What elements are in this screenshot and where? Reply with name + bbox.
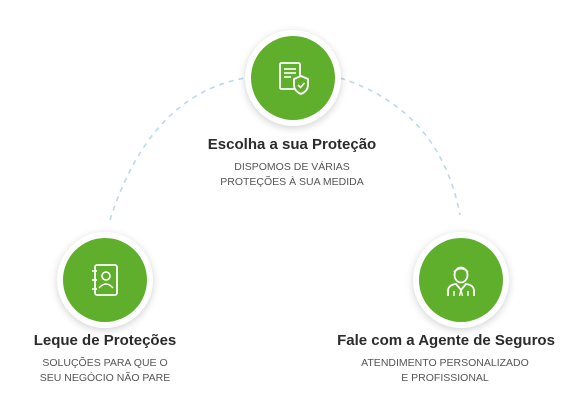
step-title-protection: Escolha a sua Proteção xyxy=(207,136,377,153)
protection-choice-circle[interactable] xyxy=(245,30,341,126)
protections-range-circle[interactable] xyxy=(57,232,153,328)
insurance-agent-circle[interactable] xyxy=(413,232,509,328)
agent-person-icon xyxy=(447,266,475,297)
step-desc-agent: ATENDIMENTO PERSONALIZADO E PROFISSIONAL xyxy=(361,357,529,384)
step-title-range: Leque de Proteções xyxy=(33,332,177,349)
step-desc-protection: DISPOMOS DE VÁRIAS PROTEÇÕES À SUA MEDID… xyxy=(220,161,364,188)
contact-book-icon xyxy=(92,264,118,296)
step-desc-range: SOLUÇÕES PARA QUE O SEU NEGÓCIO NÃO PARE xyxy=(39,357,171,384)
step-title-agent: Fale com a Agente de Seguros xyxy=(337,332,555,349)
document-shield-icon xyxy=(279,62,309,95)
